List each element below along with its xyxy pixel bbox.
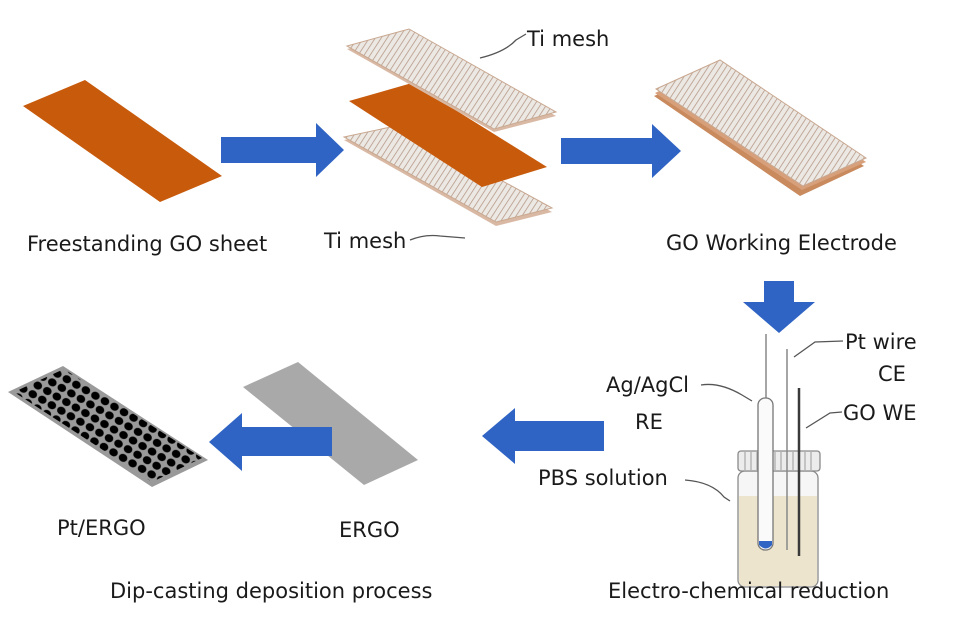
ti-mesh-bottom-leader: [409, 234, 466, 241]
reference-electrode: [757, 397, 774, 551]
ce-label: CE: [878, 362, 906, 386]
ti-mesh-bottom-label: Ti mesh: [323, 229, 406, 253]
pt-ergo-label: Pt/ERGO: [57, 516, 146, 540]
ag-agcl-leader: [700, 383, 753, 402]
ti-mesh-top: [345, 28, 558, 132]
arrow-left-icon: [482, 408, 604, 464]
go-working-electrode: [654, 59, 868, 196]
ti-mesh-bottom: [342, 124, 554, 226]
dip-casting-label: Dip-casting deposition process: [110, 579, 432, 603]
arrow-right-icon: [221, 123, 344, 177]
ergo-label: ERGO: [339, 518, 400, 542]
pt-wire-label: Pt wire: [845, 330, 917, 354]
ag-agcl-label: Ag/AgCl: [606, 373, 689, 397]
electrochemical-reduction-label: Electro-chemical reduction: [608, 579, 889, 603]
ergo-sheet: [243, 362, 418, 485]
jar-cap: [737, 450, 821, 472]
arrow-down-icon: [743, 281, 815, 333]
ti-mesh-top-label: Ti mesh: [526, 27, 609, 51]
go-we-label: GO WE: [843, 401, 917, 425]
freestanding-go-label: Freestanding GO sheet: [27, 232, 267, 256]
pbs-solution-label: PBS solution: [538, 466, 668, 490]
pt-wire-leader: [793, 340, 844, 358]
electrochemical-cell: [737, 334, 821, 588]
pt-ergo-sheet: [8, 366, 208, 487]
pbs-solution-leader: [684, 479, 731, 502]
go-working-electrode-label: GO Working Electrode: [666, 231, 897, 255]
pbs-solution: [739, 496, 817, 586]
arrow-right-icon: [561, 124, 681, 178]
go-sheet: [23, 80, 222, 202]
ti-mesh-top-leader: [479, 33, 527, 59]
arrow-left-icon: [209, 413, 332, 471]
go-sheet-middle: [349, 83, 547, 187]
re-label: RE: [635, 410, 663, 434]
go-we-leader: [805, 411, 843, 429]
